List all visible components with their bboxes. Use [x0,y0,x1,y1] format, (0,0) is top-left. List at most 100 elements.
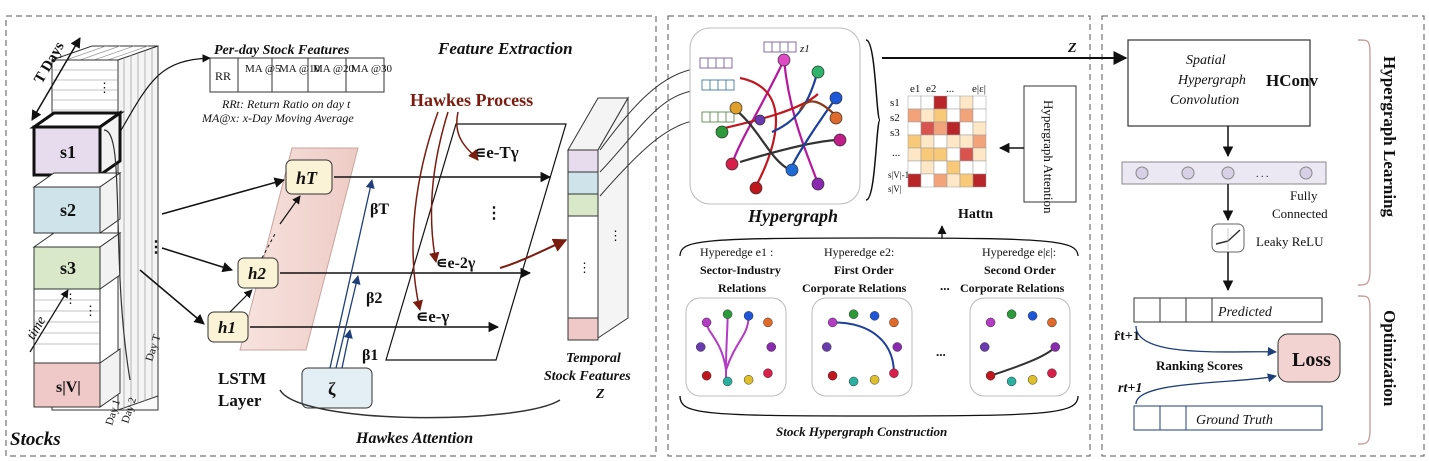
graph-node [763,368,773,378]
hyperedge-3-desc-2: Corporate Relations [960,281,1065,295]
matrix-cell [959,95,974,110]
graph-node [743,375,754,385]
matrix-cell [972,173,987,188]
z-arrow-label: Z [1067,41,1077,56]
matrix-cell [920,134,935,149]
feature-pointer-arrow [119,54,211,133]
matrix-cell [907,147,922,162]
graph-node [1006,376,1017,387]
hyperedge-2-desc-1: First Order [834,263,894,277]
hawkes-process-label: Hawkes Process [410,90,533,110]
matrix-cell [933,160,948,175]
matrix-cell [946,147,961,162]
hawkes-attention-box [385,123,567,361]
learning-panel-border [1101,15,1425,457]
ma-note: MA@x: x-Day Moving Average [201,111,354,125]
predicted-bar [1133,297,1323,323]
temporal-label-2: Stock Features [544,369,631,384]
lstm-band [239,147,359,351]
hyperedge-1-desc-1: Sector-Industry [700,263,781,277]
hypergraph-panel-border [667,15,1091,457]
stock-cube-stack: ⋮ s1 s2 s3 ⋮ ⋮ s|V| ⋮ [29,45,164,411]
svg-text:...: ... [940,278,950,293]
svg-text:⋮: ⋮ [84,303,97,318]
matrix-cell [933,108,948,123]
matrix-cell [920,121,935,136]
matrix-cell [933,173,948,188]
graph-node [1050,342,1061,352]
graph-node [869,375,880,385]
relu-label: Leaky ReLU [1256,234,1324,249]
matrix-cell [972,134,987,149]
svg-text:MA @30: MA @30 [351,63,392,75]
graph-node [1047,368,1057,378]
hconv-text-1: Spatial [1186,53,1226,68]
svg-text:...: ... [892,147,901,159]
svg-text:s3: s3 [890,127,900,139]
graph-node [722,376,733,387]
svg-text:MA @5: MA @5 [245,63,281,75]
fully-connected-layer: . . . [1121,161,1327,185]
hyperedge-1-title: Hyperedge e1 : [700,245,773,259]
feature-vectors [699,41,797,123]
lstm-label-2: Layer [218,391,262,410]
matrix-cell [959,121,974,136]
graph-node [1047,317,1057,328]
matrix-cell [946,108,961,123]
hyperedge-3-desc-1: Second Order [984,263,1056,277]
learning-side-label: Hypergraph Learning [1380,56,1399,218]
hyperedge-example-graph [685,297,787,397]
attention-box [1023,85,1077,203]
hconv-box [1127,39,1311,127]
zeta-box [301,367,373,409]
feature-extraction-title: Feature Extraction [437,39,573,58]
svg-text:. . .: . . . [1256,169,1269,180]
matrix-cell [907,121,922,136]
loss-label: Loss [1292,349,1331,371]
matrix-cell [920,160,935,175]
graph-node [1027,375,1038,385]
graph-node [722,309,733,319]
fc-label-2: Connected [1272,206,1328,221]
hidden-h1: h1 [218,318,236,337]
matrix-cell [959,108,974,123]
svg-text:MA @10: MA @10 [279,63,320,75]
hawkes-attention-label: Hawkes Attention [355,430,473,447]
svg-text:⋮: ⋮ [486,205,502,222]
graph-node [695,342,706,352]
graph-node [701,370,712,381]
graph-node [763,317,773,328]
stock-label-s1: s1 [60,142,76,162]
matrix-cell [907,173,922,188]
matrix-cell [946,160,961,175]
beta-2: β2 [366,290,382,307]
ground-truth-label: Ground Truth [1196,413,1273,428]
matrix-cell [907,108,922,123]
matrix-cell [959,160,974,175]
hypergraph-nodes [715,53,847,195]
z1-label: z1 [799,43,810,55]
svg-text:⋮: ⋮ [609,228,622,243]
graph-node [985,370,996,381]
loss-box [1277,333,1341,383]
fc-label-1: Fully [1290,188,1318,203]
stock-label-s2: s2 [60,200,76,220]
matrix-cell [946,173,961,188]
svg-text:⋮: ⋮ [578,260,591,275]
time-arrow [29,289,69,353]
svg-text:s1: s1 [890,97,900,109]
hidden-h2: h2 [248,264,266,283]
graph-node [985,317,996,328]
temporal-label-1: Temporal [566,351,621,366]
hconv-text-3: Convolution [1170,93,1239,108]
matrix-cell [972,108,987,123]
hyperedge-example-graph [811,297,913,397]
matrix-cell [946,95,961,110]
matrix-cell [972,95,987,110]
graph-node [979,342,990,352]
stock-box-s3 [33,246,101,290]
t-days-arrow [31,37,81,121]
graph-node [821,342,832,352]
graph-node [766,342,777,352]
